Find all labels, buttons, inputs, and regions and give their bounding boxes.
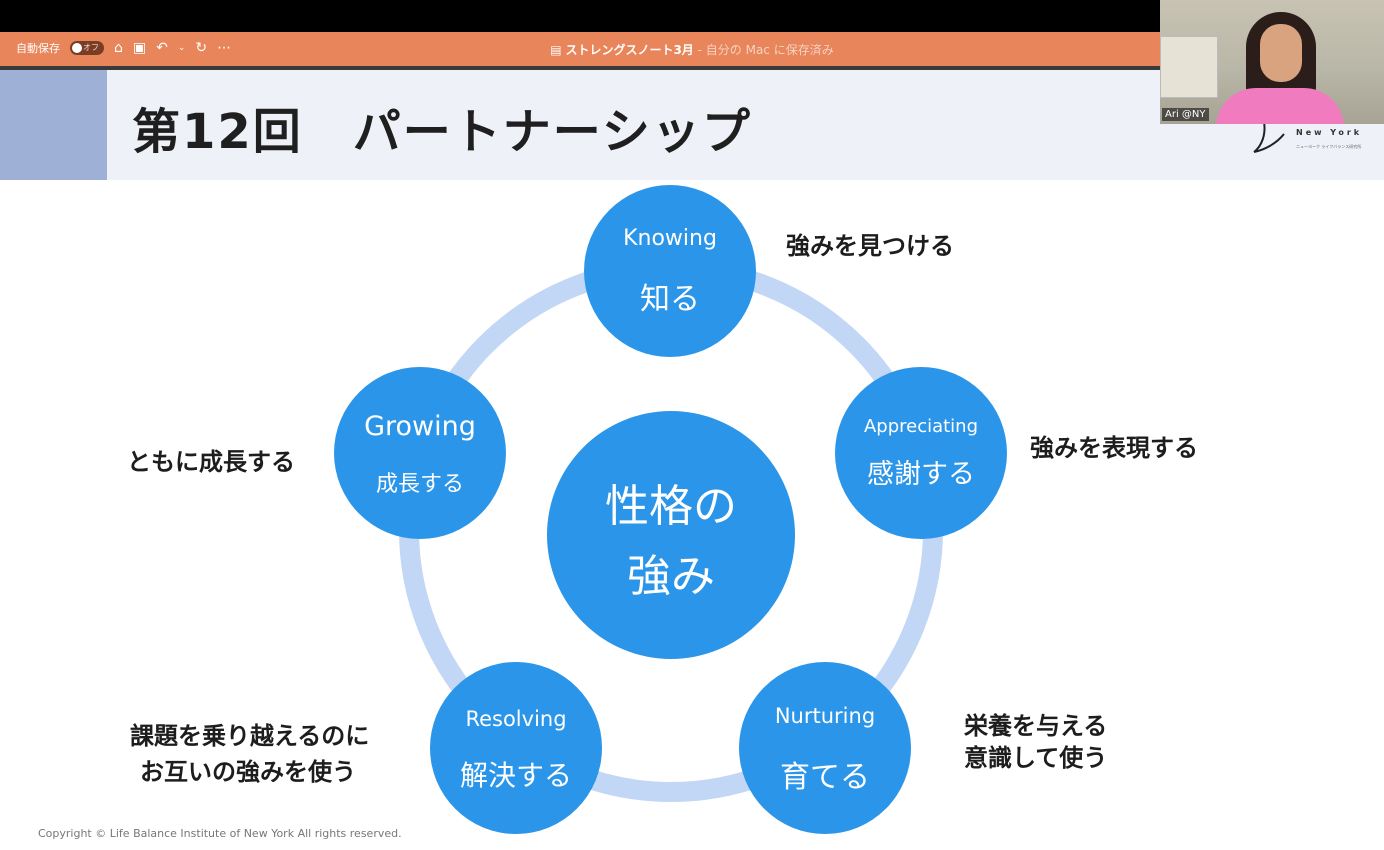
toggle-knob (72, 43, 82, 53)
desc-nurturing-line1: 栄養を与える (964, 712, 1108, 740)
logo-subtext: ニューヨーク ライフバランス研究所 (1296, 144, 1362, 149)
home-icon[interactable]: ⌂ (114, 40, 123, 56)
desc-knowing: 強みを見つける (786, 232, 954, 260)
desc-resolving-line2: お互いの強みを使う (140, 758, 356, 786)
more-icon[interactable]: ⋯ (217, 40, 232, 56)
person-body (1216, 88, 1344, 124)
node-resolving (430, 662, 602, 834)
center-circle (547, 411, 795, 659)
screen-top-bar (0, 0, 1384, 32)
node-growing-jp: 成長する (375, 472, 464, 497)
titlebar-controls: 自動保存 オフ ⌂ ▣ ↶ ⌄ ↻ ⋯ (16, 40, 231, 56)
node-nurturing-jp: 育てる (780, 760, 870, 795)
node-growing-en: Growing (364, 411, 476, 442)
node-resolving-en: Resolving (465, 707, 567, 731)
logo-text: New York (1296, 128, 1363, 137)
center-label-line1: 性格の (605, 481, 737, 532)
background-shelf (1160, 36, 1218, 98)
save-icon[interactable]: ▣ (132, 40, 147, 56)
node-nurturing-en: Nurturing (774, 704, 876, 728)
autosave-toggle[interactable]: オフ (70, 41, 104, 55)
desc-nurturing-line2: 意識して使う (964, 744, 1108, 772)
center-label-line2: 強み (627, 551, 715, 602)
document-status: - 自分の Mac に保存済み (693, 43, 834, 57)
undo-icon[interactable]: ↶ (156, 40, 168, 56)
node-appreciating (835, 367, 1007, 539)
desc-growing: ともに成長する (127, 448, 295, 476)
autosave-label: 自動保存 (16, 42, 60, 55)
node-knowing-jp: 知る (640, 282, 700, 317)
person-face (1260, 24, 1302, 82)
document-title: ▤ ストレングスノート3月 - 自分の Mac に保存済み (0, 41, 1384, 58)
chevron-down-icon[interactable]: ⌄ (177, 43, 186, 53)
autosave-state: オフ (83, 43, 99, 52)
participant-name: Ari @NY (1162, 108, 1209, 121)
desc-resolving-line1: 課題を乗り越えるのに (130, 722, 370, 750)
document-icon: ▤ (550, 43, 562, 57)
app-titlebar: 自動保存 オフ ⌂ ▣ ↶ ⌄ ↻ ⋯ ▤ ストレングスノート3月 - 自分の … (0, 32, 1384, 66)
node-knowing (584, 185, 756, 357)
ribbon-divider (0, 66, 1384, 70)
node-growing (334, 367, 506, 539)
desc-appreciating: 強みを表現する (1030, 434, 1198, 462)
webcam-video: Ari @NY (1160, 0, 1384, 124)
header-accent-block (0, 70, 107, 180)
node-resolving-jp: 解決する (459, 759, 572, 792)
copyright-text: Copyright © Life Balance Institute of Ne… (38, 827, 402, 840)
logo-icon (1253, 121, 1285, 153)
node-appreciating-jp: 感謝する (867, 459, 975, 490)
node-knowing-en: Knowing (623, 226, 717, 251)
redo-icon[interactable]: ↻ (195, 40, 208, 56)
node-appreciating-en: Appreciating (863, 416, 979, 437)
node-nurturing (739, 662, 911, 834)
slide-header: 第12回 パートナーシップ New York ニューヨーク ライフバランス研究所 (0, 70, 1384, 180)
slide-title: 第12回 パートナーシップ (132, 104, 752, 160)
document-name: ストレングスノート3月 (565, 43, 694, 57)
